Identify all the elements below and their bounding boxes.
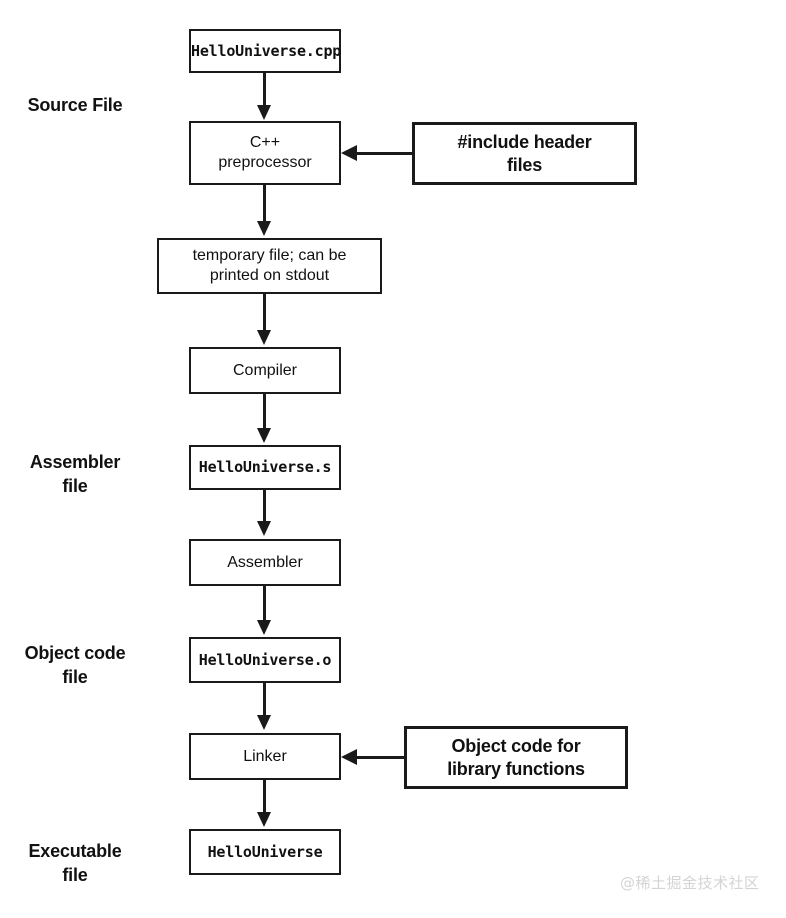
arrowhead-library-to-linker	[341, 749, 357, 765]
node-compiler-label: Compiler	[232, 361, 297, 379]
caption-source-file: Source File	[27, 95, 123, 115]
node-linker-label: Linker	[243, 747, 287, 765]
arrowhead-asm-to-assembler	[257, 521, 271, 536]
connector-preprocessor-to-temp	[263, 185, 266, 221]
node-executable: HelloUniverse	[189, 829, 341, 875]
connector-assembler-to-object	[263, 586, 266, 623]
arrowhead-object-to-linker	[257, 715, 271, 730]
arrowhead-temp-to-compiler	[257, 330, 271, 345]
node-source-file: HelloUniverse.cpp	[189, 29, 341, 73]
arrowhead-linker-to-executable	[257, 812, 271, 827]
node-object-file: HelloUniverse.o	[189, 637, 341, 683]
arrowhead-assembler-to-object	[257, 620, 271, 635]
arrowhead-preprocessor-to-temp	[257, 221, 271, 236]
node-compiler: Compiler	[189, 347, 341, 394]
connector-asm-to-assembler	[263, 490, 266, 524]
node-preprocessor-label: C++preprocessor	[218, 134, 312, 171]
node-assembler-label: Assembler	[227, 553, 303, 571]
connector-library-to-linker	[357, 756, 406, 759]
node-source-file-label: HelloUniverse.cpp	[191, 41, 342, 60]
node-preprocessor: C++preprocessor	[189, 121, 341, 185]
arrowhead-include-to-preprocessor	[341, 145, 357, 161]
connector-compiler-to-asm	[263, 394, 266, 431]
node-linker: Linker	[189, 733, 341, 780]
node-assembly-source-label: HelloUniverse.s	[198, 458, 332, 477]
arrowhead-compiler-to-asm	[257, 428, 271, 443]
node-executable-label: HelloUniverse	[207, 842, 323, 861]
node-assembly-source: HelloUniverse.s	[189, 445, 341, 490]
arrowhead-source-to-preprocessor	[257, 105, 271, 120]
node-assembler: Assembler	[189, 539, 341, 586]
watermark: @稀土掘金技术社区	[620, 874, 760, 892]
connector-linker-to-executable	[263, 780, 266, 814]
connector-temp-to-compiler	[263, 294, 266, 332]
connector-source-to-preprocessor	[263, 73, 266, 107]
node-object-file-label: HelloUniverse.o	[198, 650, 332, 669]
connector-include-to-preprocessor	[357, 152, 414, 155]
connector-object-to-linker	[263, 683, 266, 716]
